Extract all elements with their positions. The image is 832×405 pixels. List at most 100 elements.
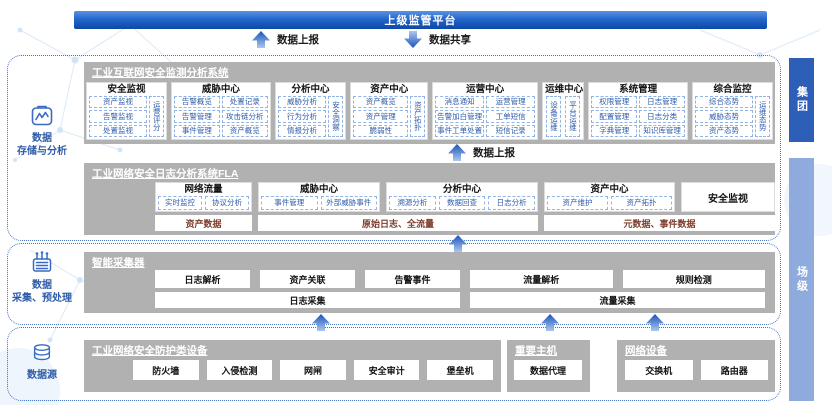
important-host-chips: 数据代理 (514, 360, 582, 380)
column-header: 运维中心 (545, 84, 584, 95)
device-chip: 堡垒机 (427, 360, 493, 380)
collector-icon (32, 251, 52, 272)
column-header: 资产中心 (370, 84, 409, 95)
data-share-label: 数据共享 (429, 34, 471, 46)
column-integrated-monitor: 综合监控 综合态势 威胁态势 资产态势 运维态势 (692, 82, 773, 140)
column-operation-center: 运营中心 消息通知 运营管理 告警加白管理 工单短信 事件工单处置 短信记录 (432, 82, 539, 140)
column-security-watch: 安全监视 资产监视 告警监视 处置监视 运营评分 (86, 82, 167, 140)
sidebar-data-source: 数据源 (4, 342, 80, 382)
down-arrow-icon (404, 31, 422, 48)
column-security-watch-fla: 安全监视 (681, 182, 775, 212)
level-bar-site: 场级 (789, 158, 814, 401)
module-chip: 数据回查 (438, 195, 486, 210)
module-chip: 处置记录 (221, 95, 268, 109)
data-jar-wave-icon (31, 105, 53, 126)
module-chip: 处置监视 (89, 124, 147, 137)
device-chip: 防火墙 (133, 360, 199, 380)
module-chip: 日志分类 (639, 110, 686, 123)
module-chip-vertical: 安全洞察 (328, 95, 344, 137)
column-header: 安全监视 (107, 84, 146, 95)
module-chip: 权限管理 (591, 95, 638, 109)
module-chip: 外部威胁事件 (320, 195, 377, 210)
up-arrow-icon (448, 144, 466, 161)
column-header: 分析中心 (291, 84, 330, 95)
collector-module: 规则检测 (622, 270, 765, 288)
column-header: 安全监视 (708, 193, 748, 205)
flow-data-report-top: 数据上报 (252, 31, 319, 48)
module-chip: 配置管理 (591, 110, 638, 123)
device-chip: 交换机 (625, 360, 693, 380)
system2-columns: 网络流量 实时监控 协议分析 威胁中心 事件管理 外部威胁事件 分析中心 溯源分… (155, 182, 775, 212)
system2-data-row: 资产数据 原始日志、全流量 元数据、事件数据 (155, 215, 775, 231)
up-arrow-icon (312, 314, 330, 331)
module-chip: 运营管理 (486, 95, 536, 109)
module-chip: 知识库管理 (639, 124, 686, 137)
module-chip: 协议分析 (205, 195, 249, 210)
collector-module: 告警事件 (365, 270, 460, 288)
module-chip: 资产监视 (89, 95, 147, 109)
device-chip: 网闸 (280, 360, 346, 380)
module-chip: 消息通知 (435, 95, 485, 109)
module-chip: 事件工单处置 (435, 124, 485, 137)
module-chip: 资产管理 (353, 110, 409, 123)
module-chip-vertical: 运营评分 (148, 95, 164, 137)
up-arrow-icon (541, 314, 559, 331)
up-arrow-icon (449, 235, 467, 252)
collector-bar: 流量采集 (470, 292, 765, 308)
module-chip: 工单短信 (486, 110, 536, 123)
collect-preprocess-section (7, 243, 781, 325)
column-header: 运营中心 (466, 84, 505, 95)
column-threat-center: 威胁中心 告警概览 处置记录 告警管理 攻击链分析 事件管理 资产概览 (170, 82, 271, 140)
collector-modules: 日志解析 资产关联 告警事件 流量解析 规则检测 (155, 270, 765, 288)
system2-title: 工业网络安全日志分析系统FLA (92, 168, 239, 180)
device-chip: 入侵检测 (206, 360, 273, 380)
module-chip: 日志分析 (488, 195, 536, 210)
module-chip: 告警监视 (89, 110, 147, 123)
column-asset-center-fla: 资产中心 资产维护 资产拓扑 (544, 182, 675, 212)
system1-title: 工业互联网安全监测分析系统 (92, 67, 229, 79)
module-chip: 威胁分析 (277, 95, 327, 109)
column-header: 威胁中心 (201, 84, 240, 95)
module-chip: 攻击链分析 (221, 110, 268, 123)
important-hosts-title: 重要主机 (515, 345, 557, 357)
sidebar-source-line1: 数据源 (27, 370, 57, 381)
module-chip: 资产概览 (353, 95, 409, 109)
network-devices-title: 网络设备 (625, 345, 667, 357)
data-report-mid-label: 数据上报 (473, 147, 515, 159)
column-header: 资产中心 (590, 184, 629, 195)
system1-columns: 安全监视 资产监视 告警监视 处置监视 运营评分 威胁中心 告警概览 处置记录 … (86, 82, 773, 140)
device-chip: 路由器 (700, 360, 768, 380)
module-chip: 脆弱性 (353, 124, 409, 137)
sidebar-storage-line1: 数据 (32, 133, 52, 144)
flow-data-share-top: 数据共享 (404, 31, 471, 48)
sidebar-data-collect: 数据 采集、预处理 (4, 250, 80, 305)
module-chip: 告警概览 (173, 95, 220, 109)
data-row-cell: 原始日志、全流量 (258, 215, 538, 231)
column-header: 分析中心 (442, 184, 481, 195)
column-header: 威胁中心 (299, 184, 338, 195)
column-analysis-center-fla: 分析中心 溯源分析 数据回查 日志分析 (386, 182, 538, 212)
sidebar-storage-line2: 存储与分析 (17, 146, 67, 157)
module-chip: 事件管理 (173, 124, 220, 137)
module-chip: 综合态势 (695, 95, 753, 109)
module-chip: 告警管理 (173, 110, 220, 123)
flow-data-report-mid: 数据上报 (448, 144, 515, 161)
up-arrow-icon (646, 314, 664, 331)
module-chip: 资产概览 (221, 124, 268, 137)
module-chip: 资产态势 (695, 124, 753, 137)
database-icon (33, 344, 51, 361)
level-bar-group: 集团 (789, 58, 814, 142)
sidebar-collect-line1: 数据 (32, 280, 52, 291)
module-chip: 字典管理 (591, 124, 638, 137)
column-system-management: 系统管理 权限管理 日志管理 配置管理 日志分类 字典管理 知识库管理 (588, 82, 689, 140)
data-report-label: 数据上报 (277, 34, 319, 46)
collector-bars: 日志采集 流量采集 (155, 292, 765, 308)
collector-title: 智能采集器 (92, 257, 145, 269)
column-analysis-center: 分析中心 威胁分析 行为分析 情报分析 安全洞察 (274, 82, 347, 140)
module-chip: 告警加白管理 (435, 110, 485, 123)
column-network-traffic: 网络流量 实时监控 协议分析 (155, 182, 252, 212)
sidebar-data-storage: 数据 存储与分析 (4, 103, 80, 158)
module-chip: 资产拓扑 (611, 195, 672, 210)
module-chip: 行为分析 (277, 110, 327, 123)
module-chip-vertical: 平台运维 (565, 95, 581, 137)
